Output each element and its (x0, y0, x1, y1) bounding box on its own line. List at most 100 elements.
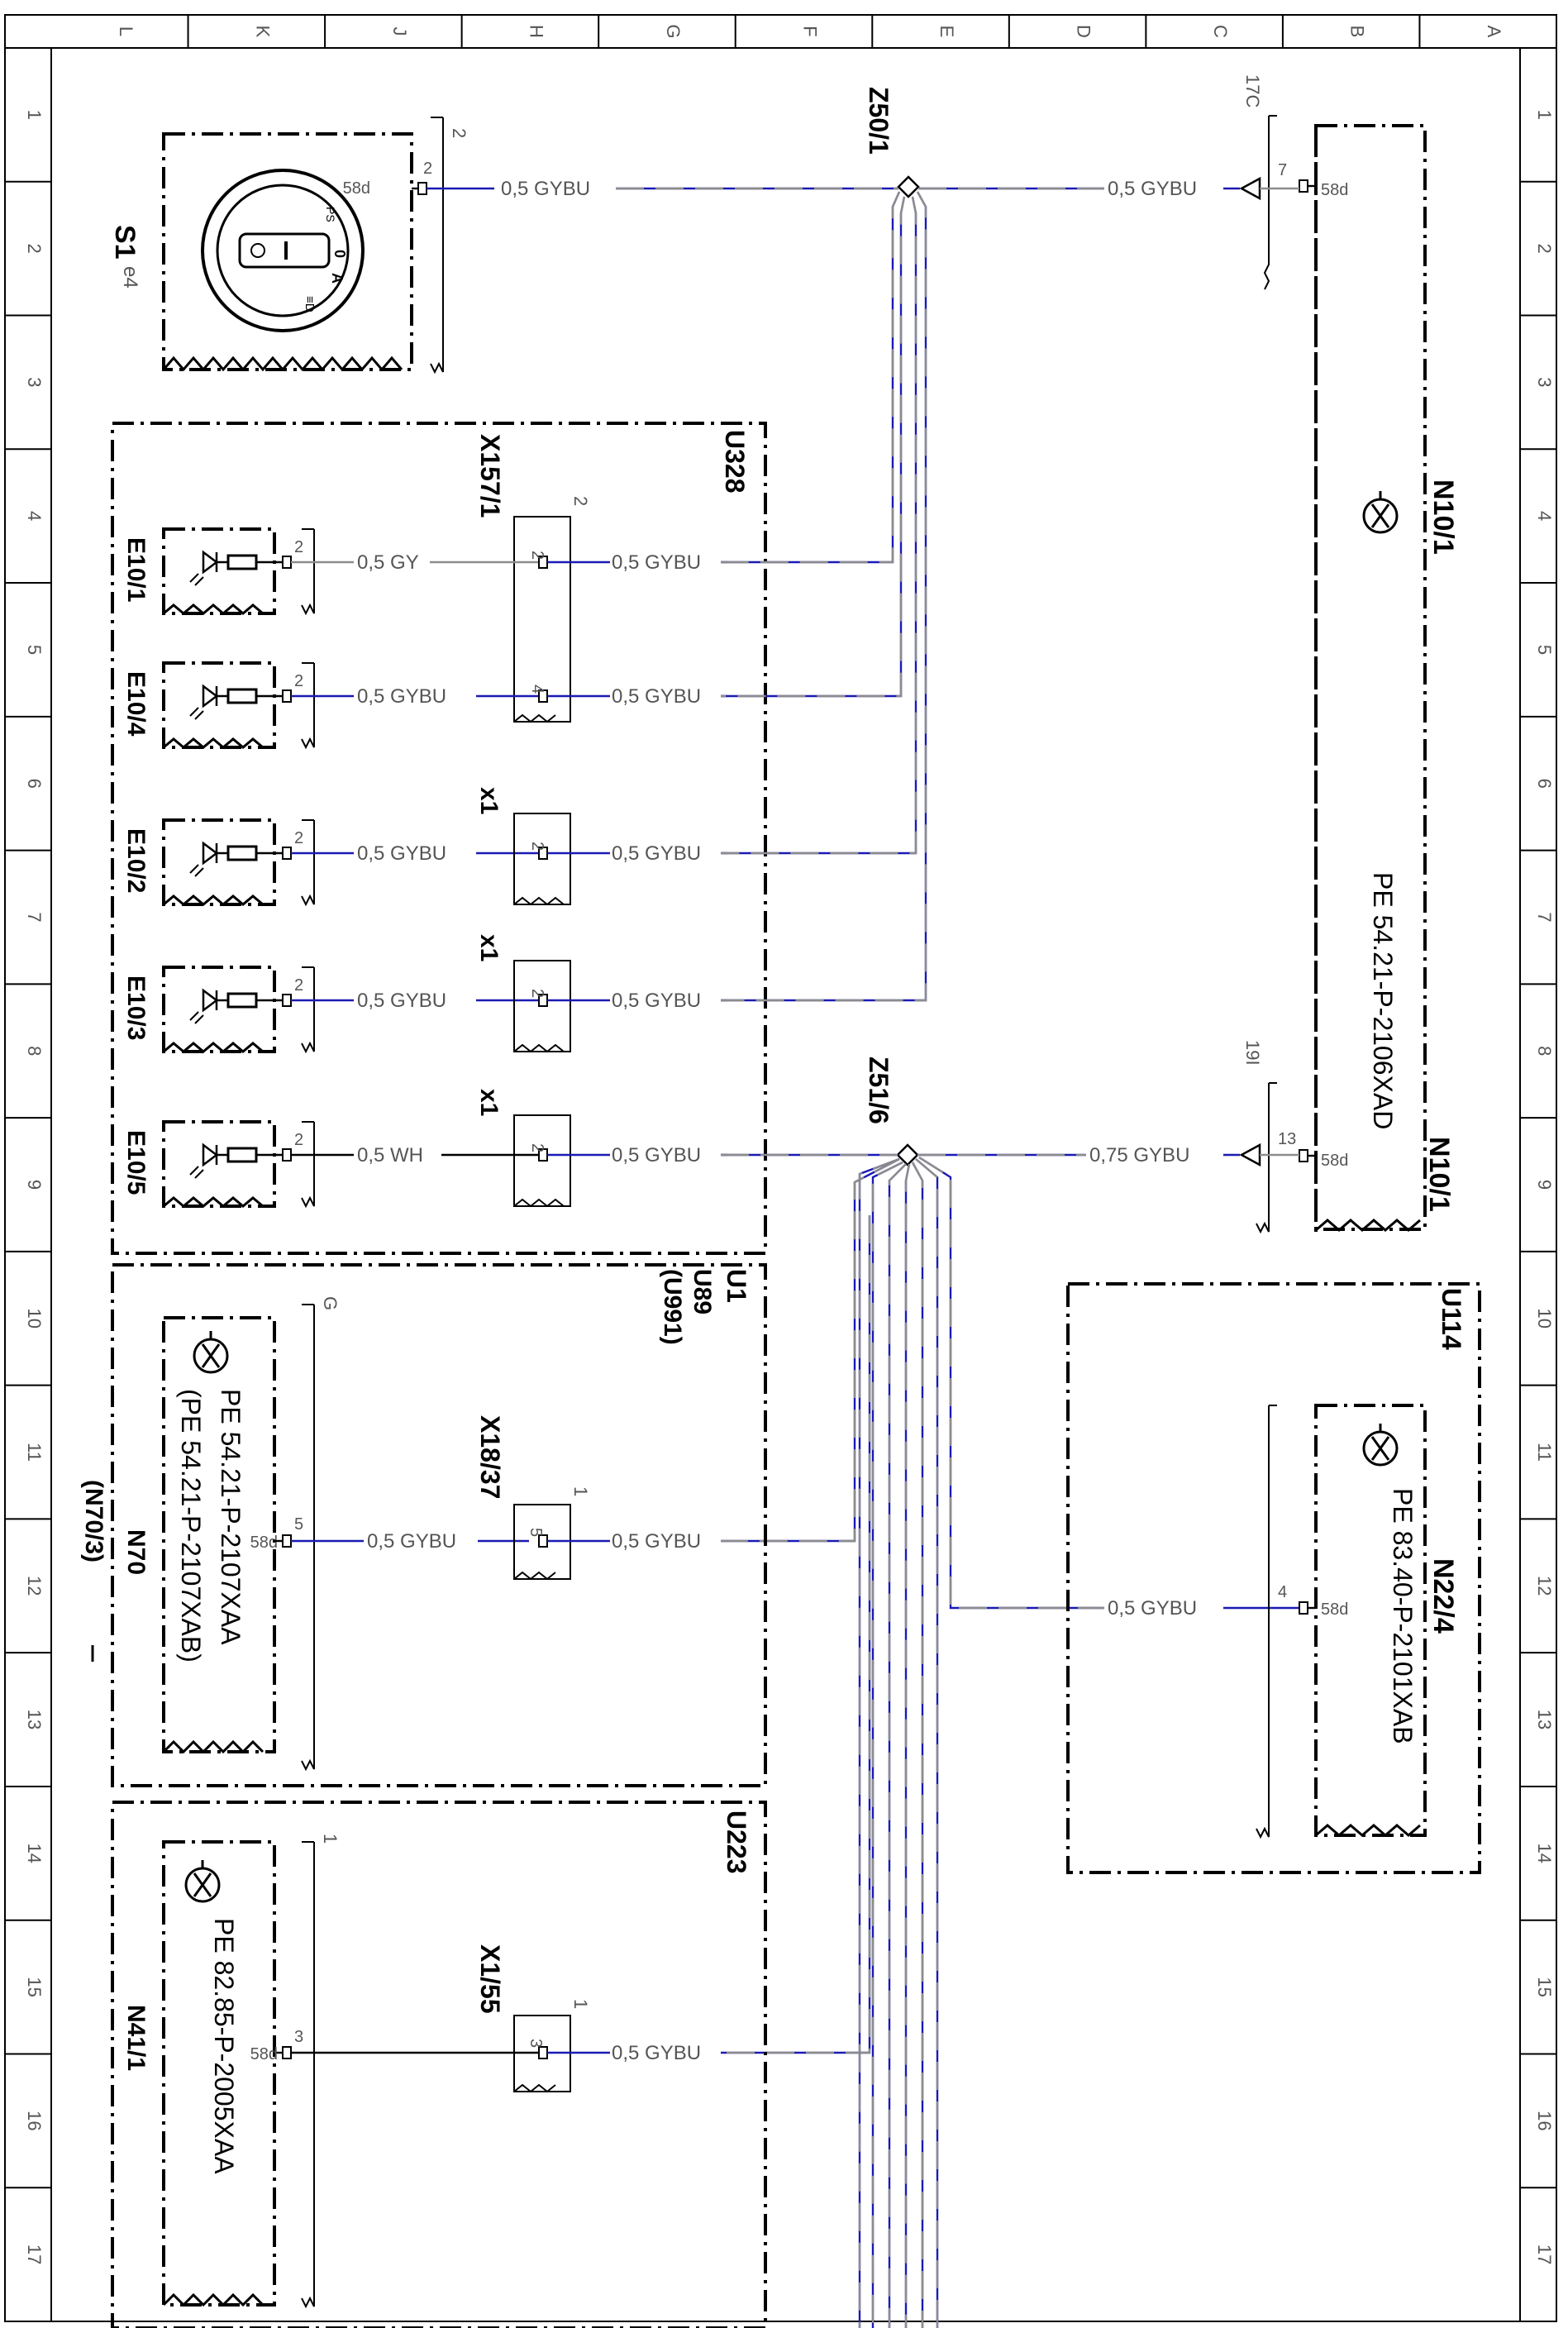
row-number-left: 5 (24, 645, 45, 655)
z51-6-splice: Z51/6 (864, 1057, 919, 1166)
z50-1-name: Z50/1 (864, 87, 894, 155)
column-letter: L (116, 26, 136, 36)
column-letter: D (1074, 25, 1094, 38)
n70-tab: G (320, 1296, 341, 1310)
row-number-right: 13 (1534, 1710, 1555, 1729)
lamp-wire-right-label: 0,5 GYBU (612, 1144, 701, 1166)
s1-name: S1 (109, 225, 141, 260)
connector-pin: 4 (528, 685, 546, 694)
row-number-left: 9 (24, 1180, 45, 1190)
row-number-right: 10 (1534, 1309, 1555, 1329)
row-number-right: 16 (1534, 2111, 1555, 2130)
connector-pin: 2 (528, 989, 546, 998)
x1-55-pin: 3 (527, 2039, 545, 2048)
x157-1-tab: 2 (570, 496, 591, 506)
s1-mark-ps: PS (324, 207, 337, 222)
z51-6-name: Z51/6 (864, 1057, 894, 1124)
column-letter: A (1484, 26, 1504, 38)
s1-tab: 2 (449, 128, 469, 138)
wire-s1-z50-label: 0,5 GYBU (501, 178, 590, 200)
lamp-name: E10/1 (122, 537, 150, 602)
top-bus-wires: 0,5 GYBU 0,5 GYBU (427, 176, 1299, 1002)
wire-z50-n10-label: 0,5 GYBU (1108, 178, 1197, 200)
n10-1-bottom-pin-number: 13 (1278, 1130, 1296, 1148)
n10-1-bottom-tab: 19I (1242, 1040, 1263, 1066)
row-number-left: 12 (24, 1576, 45, 1596)
lamp-wire-right-label: 0,5 GYBU (612, 685, 701, 708)
x18-37-pin: 5 (527, 1528, 545, 1537)
connector-name: x1 (475, 1089, 503, 1116)
wire-z51-n10-label: 0,75 GYBU (1089, 1144, 1189, 1166)
s1-sub: e4 (119, 266, 141, 289)
n41-1-pin-label: 58d (250, 2045, 278, 2063)
lamp-pin-number: 2 (294, 538, 303, 556)
lamp-wire-right-label: 0,5 GYBU (612, 990, 701, 1012)
row-number-right: 6 (1534, 779, 1555, 789)
row-number-left: 14 (24, 1844, 45, 1863)
connector-name: x1 (475, 934, 503, 961)
lamp-name: E10/3 (122, 976, 150, 1040)
lamp-pin-number: 2 (294, 1131, 303, 1149)
n70-pin-number: 5 (294, 1515, 303, 1534)
x157-1-name: X157/1 (475, 434, 505, 518)
x18-37-name: X18/37 (475, 1415, 505, 1499)
n10-1-module: N10/1 N10/1 PE 54.21-P-2106XAD 58d 7 17C… (1242, 74, 1459, 1234)
u223-group: U223 PE 82.85-P-2005XAA N41/1 58d 3 1 3 … (111, 1801, 767, 2328)
n10-1-bottom-pin-label: 58d (1321, 1152, 1348, 1170)
s1-light-switch: PS 0 A ≡D 58d 2 2 S1 e4 (109, 117, 469, 374)
s1-mark-a: A (329, 273, 346, 284)
connector-name: x1 (475, 787, 503, 814)
u328-name: U328 (720, 430, 750, 494)
column-letter: B (1347, 26, 1368, 38)
row-number-right: 11 (1534, 1443, 1555, 1462)
u991-name: (U991) (659, 1269, 686, 1345)
z50-1-splice: Z50/1 (864, 87, 920, 198)
row-number-left: 13 (24, 1710, 45, 1729)
n41-1-name: N41/1 (122, 2005, 150, 2071)
lamp-name: E10/5 (122, 1130, 150, 1195)
lamp-wire-left-label: 0,5 GYBU (357, 685, 446, 708)
column-letter: J (389, 27, 410, 36)
row-number-left: 8 (24, 1046, 45, 1056)
row-number-left: 4 (24, 511, 45, 521)
x1-55-name: X1/55 (475, 1944, 505, 2014)
n10-1-name-bottom: N10/1 (1423, 1137, 1455, 1212)
lamp-wire-right-label: 0,5 GYBU (612, 842, 701, 865)
lamp-pin-number: 2 (294, 672, 303, 690)
column-letter: E (937, 26, 957, 38)
n41-1-tab: 1 (320, 1834, 341, 1844)
s1-pin-number: 2 (423, 160, 432, 178)
lamp-pin-number: 2 (294, 829, 303, 847)
lamp-pin-number: 2 (294, 976, 303, 995)
row-number-left: 6 (24, 779, 45, 789)
row-number-right: 4 (1534, 511, 1555, 521)
n22-4-name: N22/4 (1427, 1558, 1459, 1634)
lamp-wire-left-label: 0,5 GYBU (357, 842, 446, 865)
u1-name: U1 (722, 1269, 751, 1303)
row-number-right: 12 (1534, 1576, 1555, 1596)
wire-x18-z51-label: 0,5 GYBU (612, 1530, 701, 1553)
column-letter: H (526, 25, 546, 38)
row-number-left: 16 (24, 2111, 45, 2130)
u223-name: U223 (722, 1810, 751, 1874)
row-number-left: 2 (24, 244, 45, 254)
row-number-left: 15 (24, 1977, 45, 1996)
n70-pin-label: 58d (250, 1534, 278, 1552)
sheet-frame (4, 14, 1557, 2322)
row-number-right: 7 (1534, 912, 1555, 922)
n10-1-top-pin-label: 58d (1321, 181, 1348, 199)
row-number-left: 10 (24, 1309, 45, 1329)
row-number-right: 9 (1534, 1180, 1555, 1190)
u114-group: U114 PE 83.40-P-2101XAB N22/4 58d 4 (1066, 1282, 1481, 1874)
row-number-right: 5 (1534, 645, 1555, 655)
wire-z51-n22-label: 0,5 GYBU (1108, 1597, 1197, 1620)
row-number-right: 2 (1534, 244, 1555, 254)
row-number-left: 3 (24, 377, 45, 387)
